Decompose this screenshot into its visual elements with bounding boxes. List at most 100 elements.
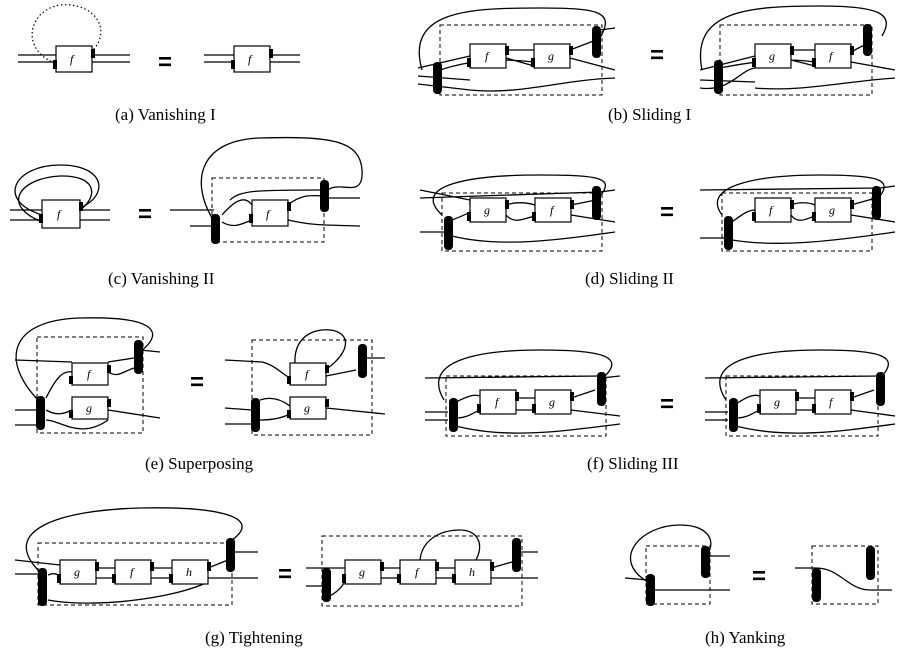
- caption-c: (c) Vanishing II: [108, 269, 215, 288]
- box-label-f: f: [495, 395, 500, 409]
- dashed-frame: [645, 545, 711, 605]
- panel-vanishing-i: f = f (a) Vanishing I: [18, 4, 300, 124]
- bar-node: [444, 216, 453, 250]
- box-f: [399, 559, 437, 585]
- box-g: [71, 396, 109, 420]
- sliding-ii-rhs: f g: [699, 174, 896, 252]
- sliding-ii-lhs: g f: [419, 174, 616, 252]
- bar-node: [714, 60, 723, 94]
- caption-e: (e) Superposing: [145, 454, 254, 473]
- box-label-f: f: [415, 565, 420, 579]
- caption-h: (h) Yanking: [705, 628, 786, 647]
- dashed-frame: [251, 339, 373, 436]
- equals-sign: =: [660, 199, 674, 226]
- panel-sliding-ii: g f = f g (d) Sliding II: [419, 174, 896, 288]
- dashed-frame: [441, 192, 603, 252]
- box-label-f: f: [485, 49, 490, 63]
- box-label-g: g: [769, 49, 775, 63]
- box-f: [251, 199, 289, 227]
- bar-node: [512, 538, 521, 572]
- dashed-frame: [37, 542, 233, 606]
- bar-node: [876, 372, 885, 406]
- sliding-iii-rhs: g f: [704, 349, 896, 437]
- box-g: [814, 197, 852, 223]
- box-f: [534, 197, 572, 223]
- box-label-f: f: [266, 207, 271, 221]
- box-g: [289, 396, 327, 420]
- box-label-f: f: [248, 52, 253, 66]
- bar-node: [812, 568, 821, 602]
- panel-superposing: f g = f g (e) Superposing: [14, 317, 386, 473]
- box-f: [754, 197, 792, 223]
- equals-sign: =: [190, 369, 204, 396]
- bar-node: [320, 180, 329, 212]
- box-label-f: f: [70, 52, 75, 66]
- panel-tightening: g f h = g f h (g) Tightening: [14, 507, 538, 647]
- caption-b: (b) Sliding I: [608, 105, 691, 124]
- box-label-g: g: [359, 565, 365, 579]
- box-label-f: f: [305, 367, 310, 381]
- equals-sign: =: [138, 201, 152, 228]
- tightening-rhs: g f h: [306, 529, 538, 607]
- dashed-frame: [721, 192, 873, 252]
- sliding-i-lhs: f g: [417, 7, 616, 96]
- superposing-lhs: f g: [14, 317, 161, 434]
- panel-sliding-i: f g = g f (b) Sliding I: [417, 5, 896, 124]
- dashed-frame: [719, 24, 873, 96]
- box-f: [814, 389, 852, 415]
- box-label-f: f: [87, 367, 92, 381]
- box-label-g: g: [548, 49, 554, 63]
- bar-node: [863, 24, 872, 56]
- box-g: [59, 559, 97, 585]
- equals-sign: =: [660, 391, 674, 418]
- bar-node: [597, 372, 606, 406]
- equals-sign: =: [752, 563, 766, 590]
- vanishing-ii-lhs: f: [10, 164, 110, 229]
- box-f: [71, 362, 109, 386]
- bar-node: [592, 186, 601, 220]
- box-h: [454, 559, 492, 585]
- panel-sliding-iii: f g = g f (f) Sliding III: [424, 349, 896, 473]
- dashed-frame: [445, 375, 607, 437]
- caption-g: (g) Tightening: [205, 628, 303, 647]
- box-f: [814, 43, 852, 69]
- box-h: [171, 559, 209, 585]
- bar-node: [36, 396, 45, 430]
- box-f: [55, 45, 93, 73]
- vanishing-ii-rhs: f: [170, 136, 363, 244]
- bar-node: [433, 62, 442, 94]
- box-g: [754, 43, 792, 69]
- bar-node: [211, 214, 220, 244]
- box-label-g: g: [549, 395, 555, 409]
- sliding-iii-lhs: f g: [424, 349, 621, 437]
- box-f: [114, 559, 152, 585]
- box-label-h: h: [186, 565, 192, 579]
- box-label-g: g: [74, 565, 80, 579]
- dashed-frame: [321, 535, 523, 607]
- equals-sign: =: [158, 49, 172, 76]
- bar-node: [646, 574, 655, 606]
- box-g: [759, 389, 797, 415]
- box-label-h: h: [469, 565, 475, 579]
- box-label-f: f: [769, 203, 774, 217]
- dashed-frame: [725, 375, 879, 437]
- box-label-f: f: [57, 207, 62, 221]
- bar-node: [134, 340, 143, 374]
- bar-node: [866, 546, 875, 580]
- box-f: [479, 389, 517, 415]
- caption-d: (d) Sliding II: [585, 269, 674, 288]
- box-label-g: g: [304, 401, 310, 415]
- box-f: [41, 199, 81, 229]
- equals-sign: =: [278, 561, 292, 588]
- caption-a: (a) Vanishing I: [115, 105, 216, 124]
- yanking-rhs: [795, 545, 892, 605]
- box-label-g: g: [86, 401, 92, 415]
- equals-sign: =: [650, 42, 664, 69]
- box-f: [233, 45, 271, 73]
- bar-node: [322, 568, 331, 602]
- box-label-g: g: [774, 395, 780, 409]
- box-label-f: f: [550, 203, 555, 217]
- bar-node: [38, 568, 47, 606]
- box-g: [469, 197, 507, 223]
